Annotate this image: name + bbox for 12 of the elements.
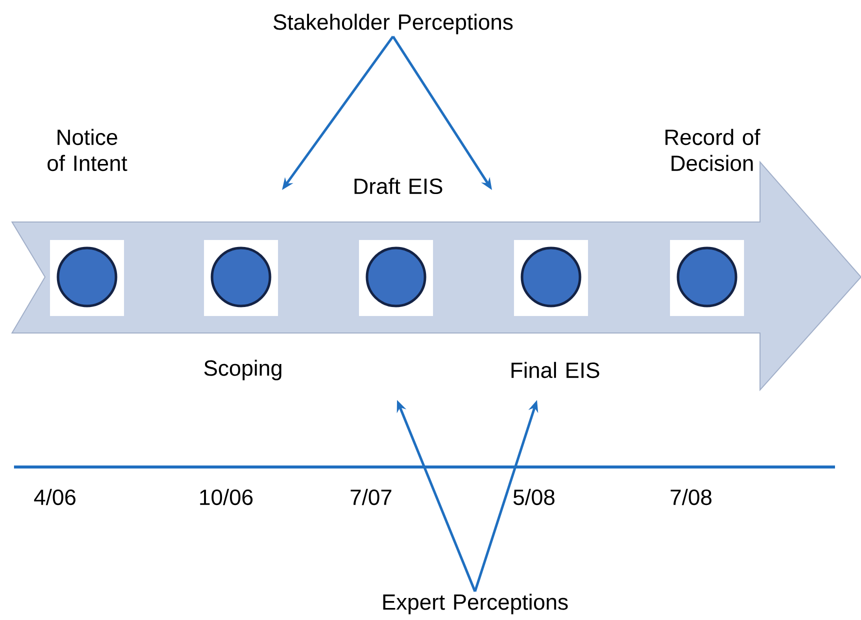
stage-label: Record of Decision: [666, 128, 760, 172]
date-label: 10/06: [200, 488, 253, 506]
stage-label: Scoping: [204, 360, 282, 380]
stage-label: Stakeholder Perceptions: [274, 14, 513, 34]
date-label: 4/06: [34, 488, 76, 506]
stage-label: Expert Perceptions: [383, 594, 568, 614]
date-label: 5/08: [513, 488, 554, 506]
stage-label: Notice of Intent: [48, 128, 128, 172]
stage-label: Final EIS: [512, 362, 600, 378]
stage-label: Draft EIS: [354, 178, 442, 194]
date-label: 7/08: [670, 488, 712, 506]
date-label: 7/07: [350, 488, 392, 506]
